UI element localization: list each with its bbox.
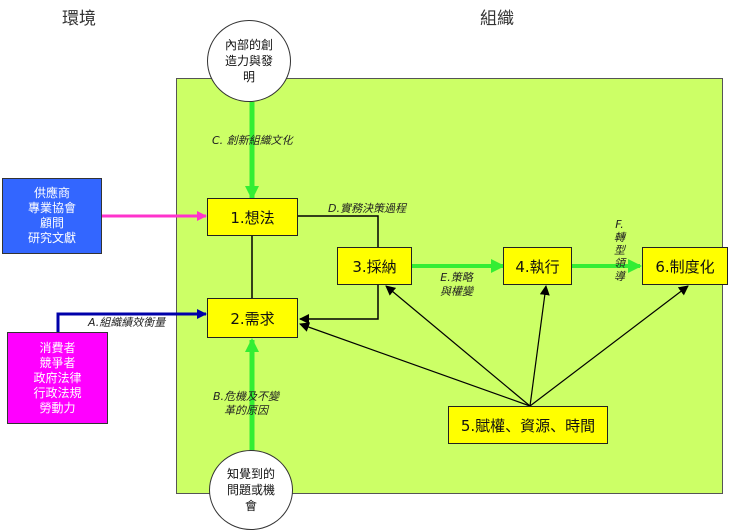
resources-to-need	[299, 322, 531, 407]
adopt-box: 3.採納	[337, 247, 412, 285]
performance-arrow	[56, 309, 207, 332]
need-box: 2.需求	[207, 298, 298, 338]
idea-box: 1.想法	[207, 198, 298, 236]
resources-to-adopt	[385, 285, 531, 407]
environment-header: 環境	[62, 9, 96, 29]
resources-to-institutionalize	[529, 285, 689, 407]
performance-label: A.組織績效衡量	[88, 316, 166, 329]
resources-to-execute	[529, 285, 550, 407]
crisis-label: B.危機及不變 革的原因	[213, 390, 280, 417]
strategy-label: E.策略 與權變	[440, 271, 473, 298]
perceived-problem-circle: 知覺到的 問題或機 會	[209, 450, 293, 530]
adopt-need-link	[299, 285, 379, 324]
consumers-box: 消費者 競爭者 政府法律 行政法規 勞動力	[7, 332, 108, 424]
decision-link	[298, 215, 379, 247]
institutionalize-box: 6.制度化	[642, 247, 728, 285]
culture-label: C. 創新組織文化	[212, 134, 293, 147]
leadership-label: F. 轉 型 領 導	[614, 218, 625, 283]
execute-box: 4.執行	[503, 247, 572, 285]
resources-box: 5.賦權、資源、時間	[448, 406, 608, 444]
suppliers-box: 供應商 專業協會 顧問 研究文獻	[2, 178, 102, 254]
organization-header: 組織	[480, 9, 514, 29]
internal-creativity-circle: 內部的創 造力與發 明	[207, 20, 291, 102]
decision-label: D.實務決策過程	[328, 202, 406, 215]
